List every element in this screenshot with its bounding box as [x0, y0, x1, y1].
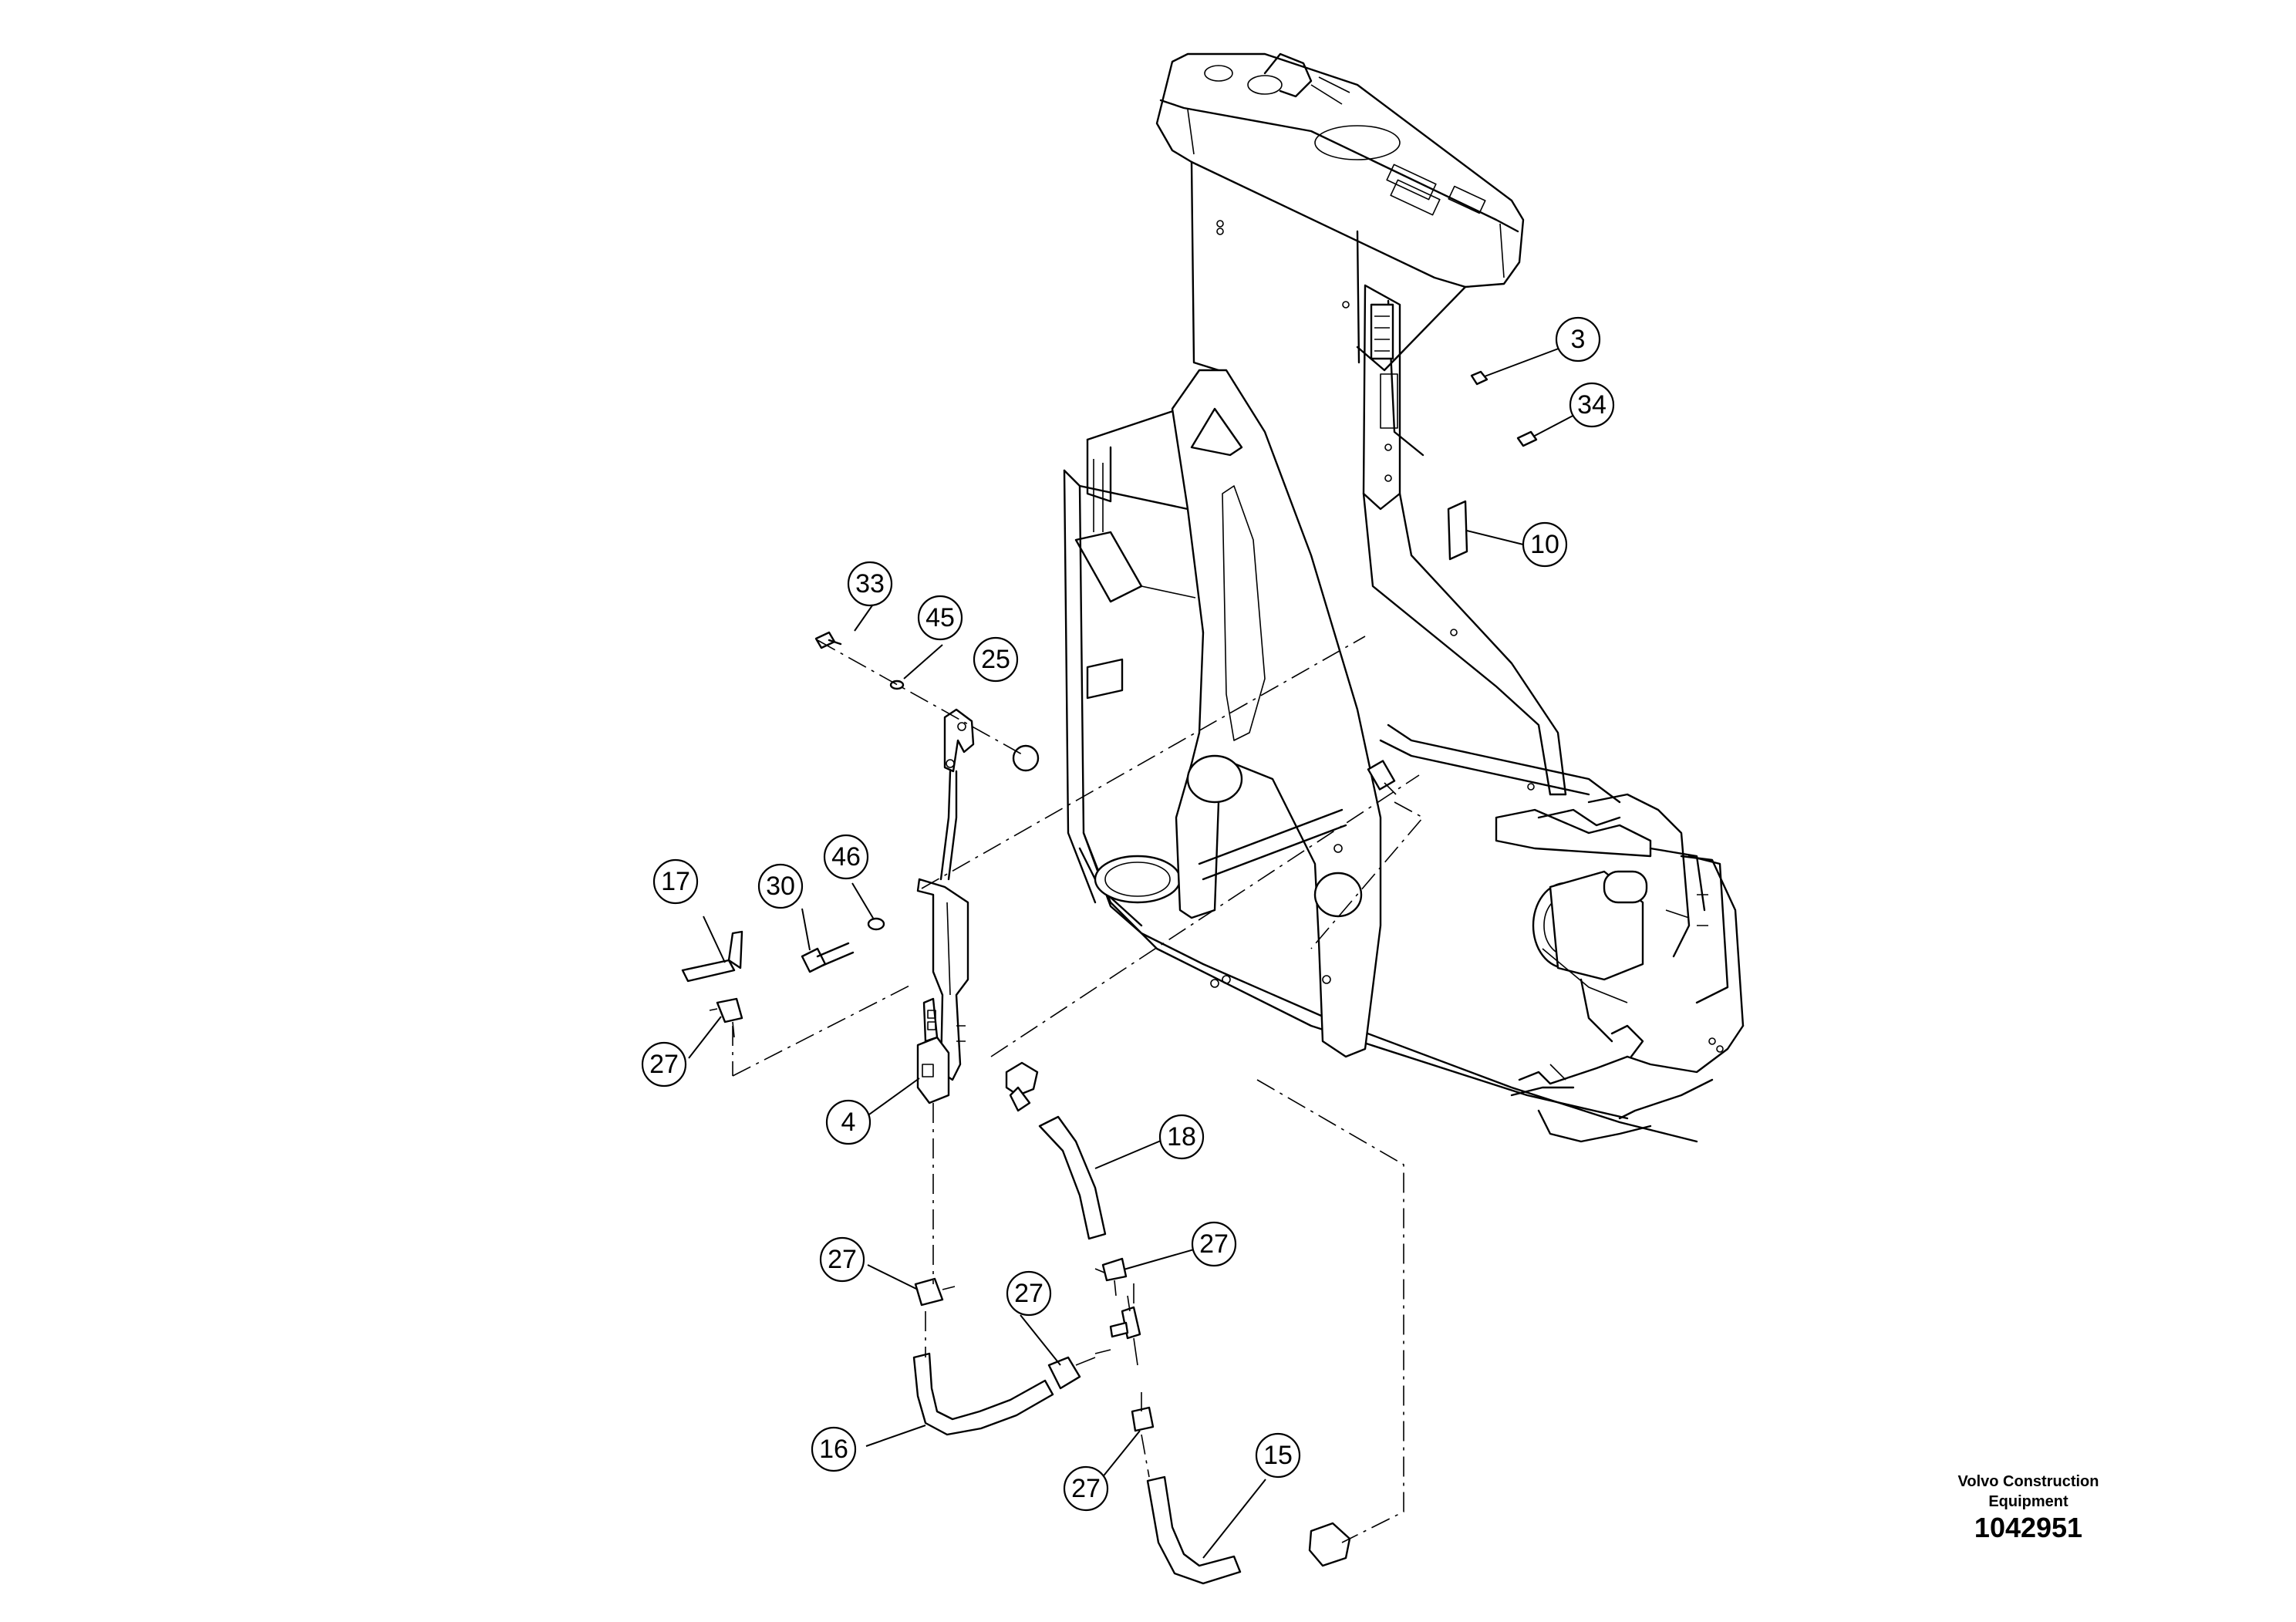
callout-27-left-valve: 27 [819, 1236, 865, 1283]
callout-30: 30 [757, 863, 804, 909]
hoses-and-fittings [681, 930, 1351, 1585]
svg-text:16: 16 [819, 1435, 848, 1464]
svg-text:25: 25 [981, 645, 1010, 674]
svg-text:10: 10 [1530, 530, 1559, 559]
callout-34: 34 [1569, 382, 1615, 428]
callout-46: 46 [823, 834, 869, 880]
svg-text:27: 27 [1071, 1474, 1101, 1503]
callout-27-right-hose: 27 [1191, 1221, 1237, 1267]
callout-16: 16 [811, 1426, 857, 1472]
svg-text:33: 33 [855, 569, 885, 599]
svg-text:3: 3 [1571, 325, 1586, 354]
callout-27-upper-left: 27 [641, 1041, 687, 1088]
svg-text:15: 15 [1263, 1441, 1293, 1470]
right-side-assembly [1379, 723, 1745, 1143]
callout-33: 33 [847, 561, 893, 607]
svg-text:34: 34 [1577, 390, 1607, 420]
manufacturer-line-1: Volvo Construction [1957, 1473, 2099, 1490]
callout-10: 10 [1522, 521, 1568, 568]
arm-fitting [1367, 760, 1397, 795]
manufacturer-line-2: Equipment [1988, 1493, 2068, 1510]
svg-text:27: 27 [828, 1245, 857, 1274]
svg-text:27: 27 [649, 1050, 679, 1079]
svg-text:17: 17 [661, 867, 690, 896]
tilt-support-arm [1171, 369, 1382, 1058]
assembly-centerlines [732, 636, 1424, 1543]
steering-column-housing [1190, 160, 1567, 796]
svg-text:4: 4 [841, 1108, 856, 1137]
callout-3: 3 [1555, 316, 1601, 363]
svg-text:27: 27 [1014, 1279, 1043, 1308]
callout-25: 25 [973, 636, 1019, 683]
callout-17: 17 [652, 858, 699, 905]
svg-text:30: 30 [766, 872, 795, 901]
callout-45: 45 [917, 595, 963, 641]
callout-27-lower: 27 [1063, 1465, 1109, 1512]
svg-text:45: 45 [925, 603, 955, 632]
svg-text:27: 27 [1199, 1229, 1229, 1259]
callout-18: 18 [1158, 1114, 1205, 1160]
manufacturer-label: Volvo Construction Equipment [1905, 1472, 2152, 1512]
callout-27-middle: 27 [1006, 1270, 1052, 1317]
drawing-number: 1042951 [1974, 1512, 2083, 1543]
callout-4: 4 [825, 1099, 872, 1145]
control-bracket [916, 708, 975, 1104]
frame-body [1063, 407, 1698, 1143]
fasteners-upper [801, 370, 1538, 973]
leader-lines [688, 346, 1580, 1559]
instrument-console [1155, 52, 1525, 288]
callout-15: 15 [1255, 1432, 1301, 1479]
svg-text:46: 46 [831, 842, 861, 872]
svg-text:18: 18 [1167, 1122, 1196, 1152]
